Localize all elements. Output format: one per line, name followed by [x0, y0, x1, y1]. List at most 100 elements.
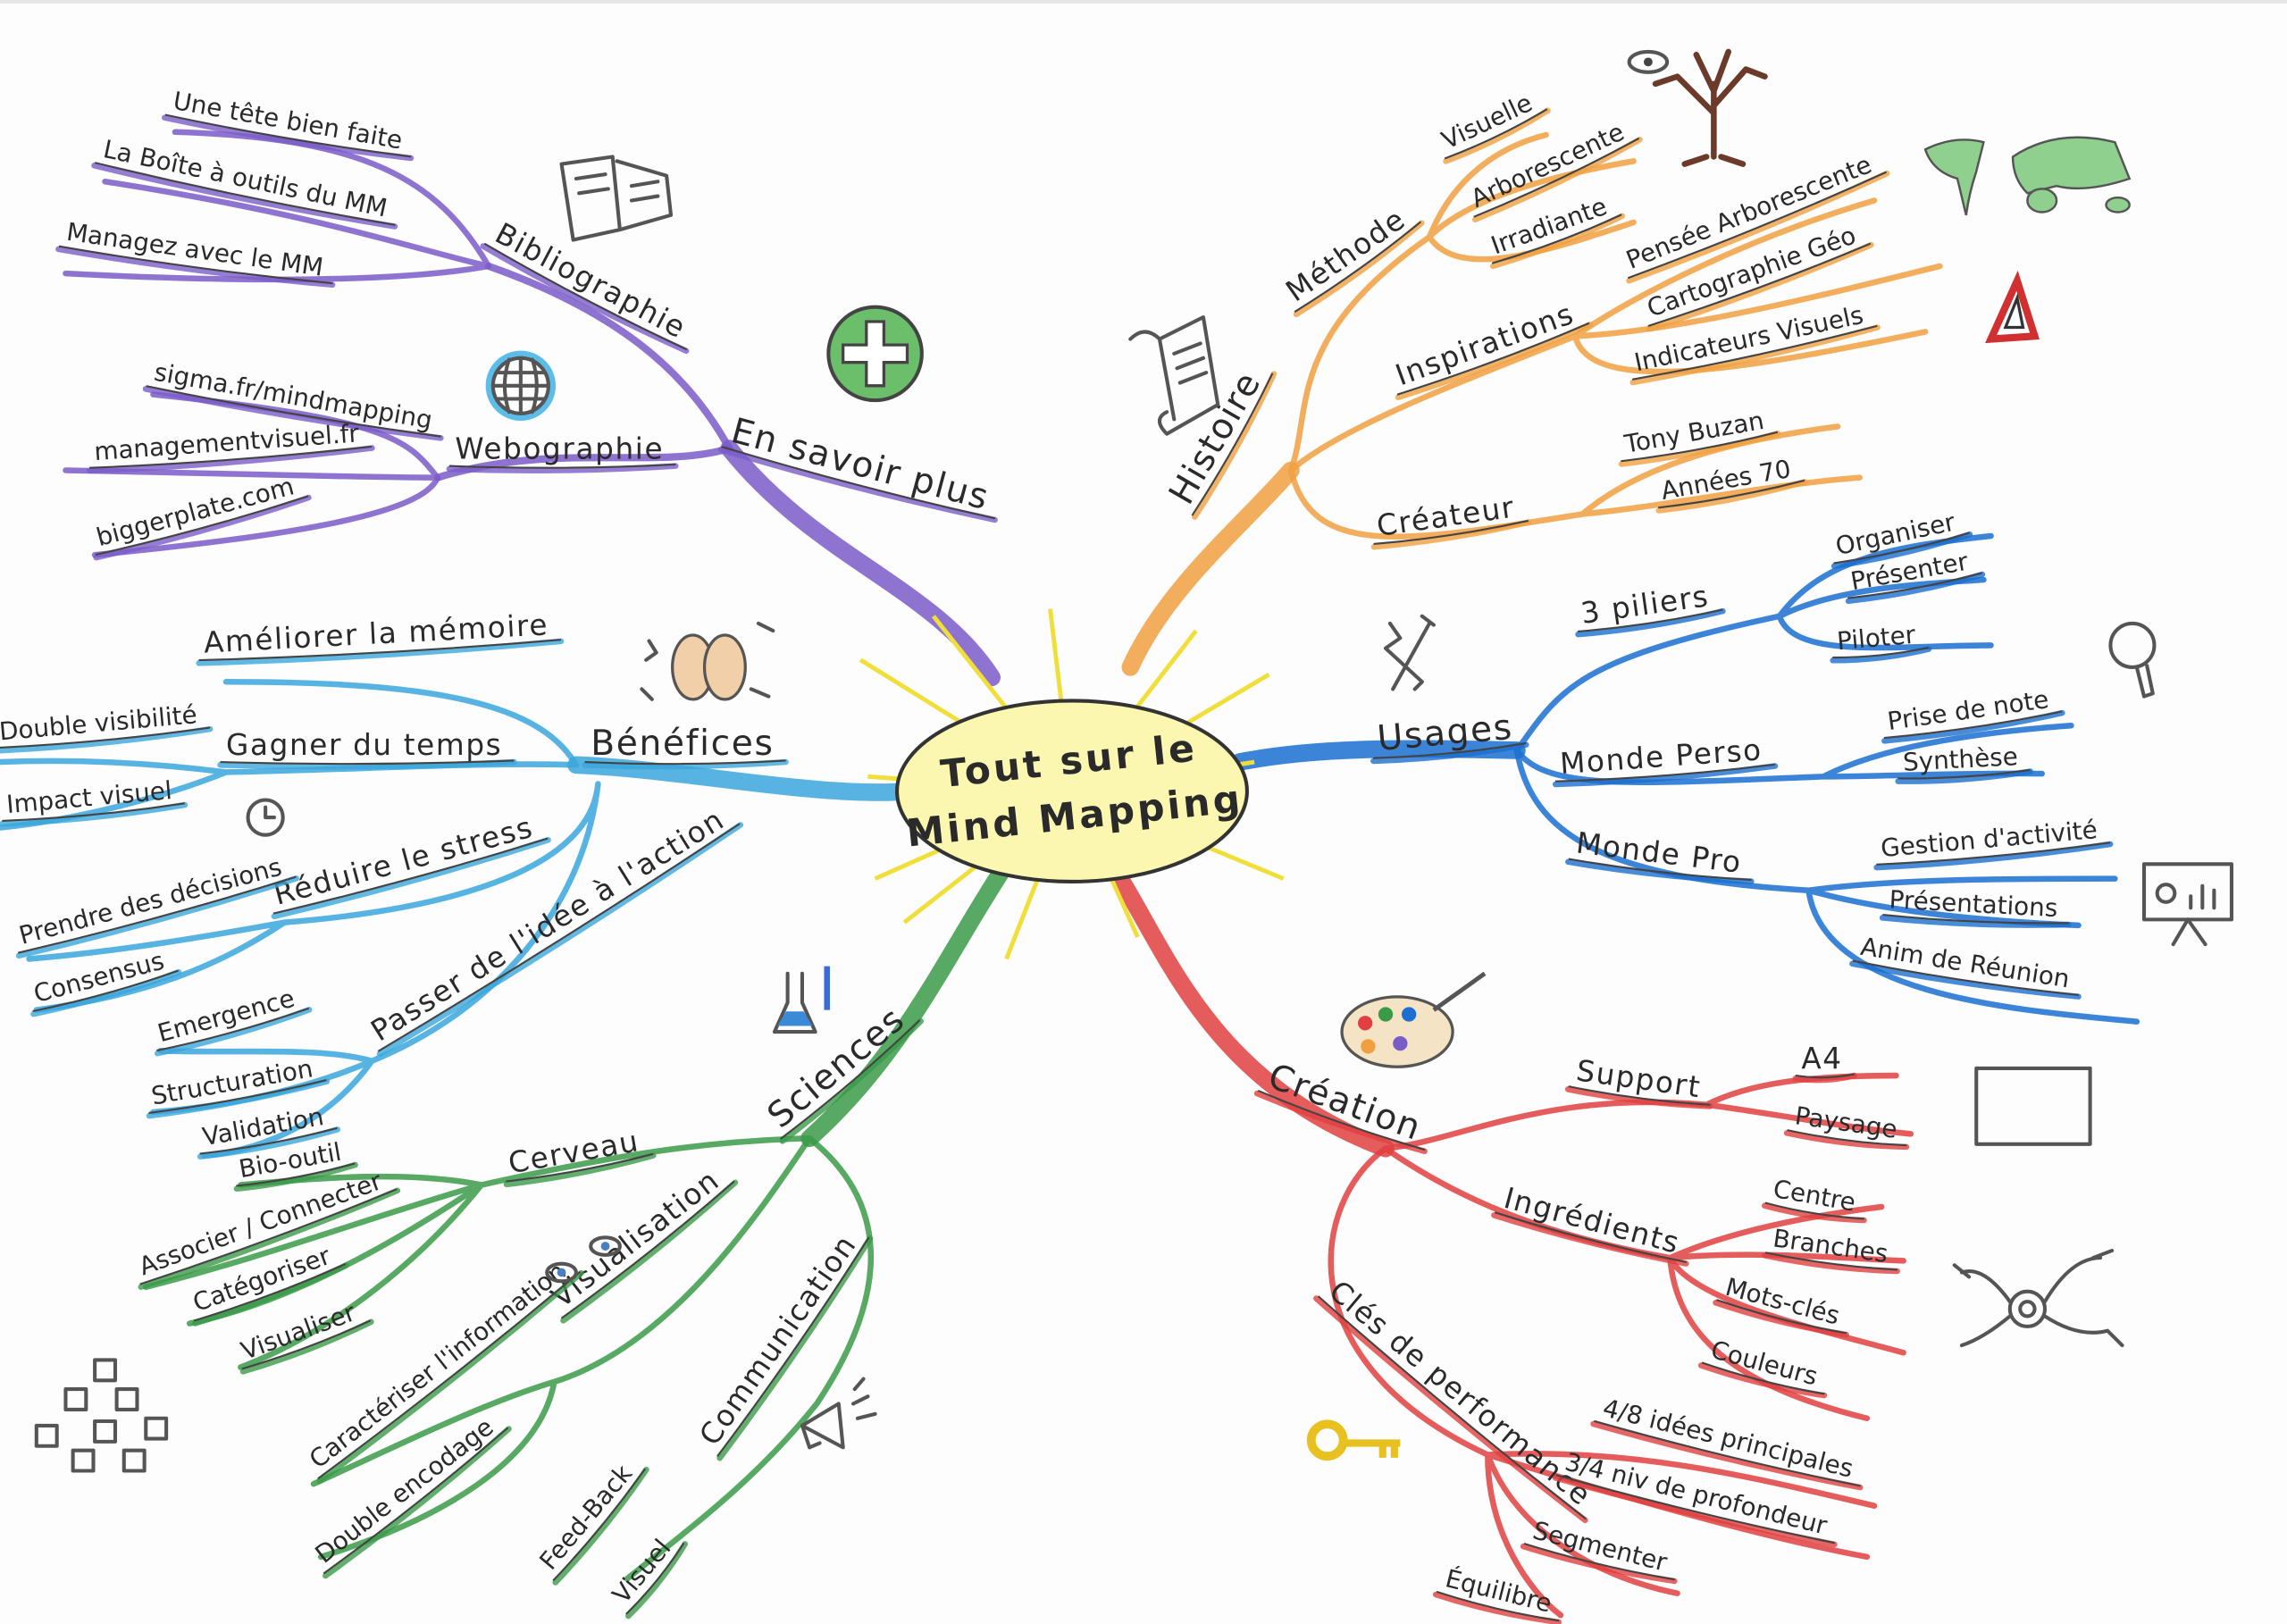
node-pencil-line [317, 1270, 582, 1480]
palette-icon [1340, 971, 1487, 1068]
plus-circle-icon [826, 305, 924, 403]
node-pencil-line [1373, 519, 1529, 546]
leaf[interactable]: Double visibilité [0, 699, 214, 754]
node-pencil-line [448, 463, 676, 469]
subtopic-visualisation[interactable]: Visualisation [540, 1156, 739, 1324]
node-pencil-line [1257, 1089, 1426, 1151]
node-pencil-line [1876, 841, 2111, 866]
node-pencil-line [1594, 1419, 1861, 1487]
node-underline [191, 1262, 349, 1327]
node-pencil-line [1852, 959, 2079, 997]
subtopic-reduire-stress[interactable]: Réduire le stress [264, 807, 551, 920]
node-pencil-line [1647, 242, 1872, 327]
node-underline [233, 1161, 358, 1193]
leaf-label: Piloter [1836, 620, 1917, 657]
topic-en-savoir-plus[interactable]: En savoir plus [717, 409, 1005, 524]
brain-icon [640, 621, 775, 701]
leaf-label: Une tête bien faite [171, 86, 405, 155]
node-pencil-line [1294, 221, 1422, 314]
leaf-label: Double visibilité [0, 699, 198, 746]
leaf[interactable]: Anim de Réunion [1849, 931, 2083, 1001]
subtopic-support[interactable]: Support [1564, 1052, 1715, 1110]
subtopic-3-piliers[interactable]: 3 piliers [1573, 577, 1726, 638]
node-underline [1881, 709, 2065, 744]
subtopic-cles-performance[interactable]: Clés de performance [1313, 1270, 1607, 1524]
leaf[interactable]: A4 [1792, 1042, 1858, 1084]
node-underline [316, 1269, 584, 1485]
leaf[interactable]: Visuelle [1432, 83, 1551, 164]
leaf[interactable]: Emergence [149, 980, 313, 1057]
node-pencil-line [1554, 763, 1775, 783]
tree-icon [1652, 48, 1768, 167]
leaf[interactable]: Impact visuel [0, 774, 188, 827]
node-pencil-line [1897, 768, 2031, 780]
node-pencil-line [483, 242, 688, 351]
megaphone-icon [800, 1377, 877, 1450]
node-underline [323, 1426, 512, 1579]
node-pencil-line [1847, 572, 1982, 599]
leaf[interactable]: Équilibre [1432, 1561, 1567, 1624]
central-topic: Tout sur le Mind Mapping [859, 608, 1285, 960]
node-pencil-line [1568, 1085, 1711, 1106]
topic-label: Bénéfices [591, 724, 774, 764]
presentation-board-icon [2141, 862, 2233, 947]
node-underline [1395, 322, 1593, 401]
node-pencil-line [164, 113, 412, 158]
node-underline [1629, 324, 1881, 386]
globe-icon [485, 350, 557, 422]
subtopic-label: Ingrédients [1501, 1181, 1684, 1260]
node-pencil-line [2, 802, 185, 822]
subtopic-communication[interactable]: Communication [690, 1218, 874, 1461]
node-underline [503, 1152, 657, 1188]
subtopic-cerveau[interactable]: Cerveau [500, 1122, 657, 1188]
node-underline [1491, 1212, 1689, 1267]
subtopic-ingredients[interactable]: Ingrédients [1491, 1179, 1695, 1268]
leaf[interactable]: Piloter [1830, 619, 1932, 664]
subtopic-label: Méthode [1280, 202, 1412, 308]
subtopic-webographie[interactable]: Webographie [446, 431, 679, 473]
leaf[interactable]: Branches [1762, 1222, 1901, 1276]
node-underline [1879, 915, 2072, 928]
node-pencil-line [721, 446, 996, 520]
subtopic-label: Webographie [455, 431, 664, 465]
node-underline [1253, 1090, 1428, 1155]
subtopic-label: Visualisation [545, 1163, 725, 1315]
subtopic-ameliorer-memoire[interactable]: Améliorer la mémoire [196, 607, 565, 666]
leaf[interactable]: La Boîte à outils du MM [91, 133, 401, 231]
node-underline [480, 243, 690, 355]
clock-icon [246, 798, 285, 837]
subtopic-gagner-temps[interactable]: Gagner du temps [217, 728, 517, 770]
leaf[interactable]: Centre [1761, 1173, 1869, 1225]
subtopic-createur[interactable]: Créateur [1369, 489, 1532, 550]
leaf[interactable]: Synthèse [1895, 741, 2033, 784]
subtopic-monde-pro[interactable]: Monde Pro [1565, 825, 1755, 886]
node-underline [197, 1126, 341, 1160]
paper-frame-icon [1974, 1066, 2092, 1146]
node-underline [1792, 1072, 1858, 1084]
node-pencil-line [1627, 171, 1887, 280]
leaf[interactable]: Présentations [1879, 884, 2072, 929]
node-pencil-line [1491, 213, 1622, 264]
node-underline [1432, 1591, 1562, 1624]
node-pencil-line [1764, 1201, 1864, 1220]
leaf[interactable]: managementvisuel.fr [87, 417, 375, 474]
topic-benefices[interactable]: Bénéfices [582, 724, 789, 770]
subtopic-label: Réduire le stress [270, 810, 536, 912]
leaf[interactable]: Paysage [1783, 1100, 1911, 1151]
node-underline [1830, 646, 1932, 664]
node-pencil-line [1494, 1211, 1688, 1264]
node-underline [716, 1235, 874, 1461]
node-underline [1761, 1202, 1867, 1224]
node-underline [271, 836, 551, 920]
leaf[interactable]: Couleurs [1697, 1333, 1832, 1400]
node-pencil-line [95, 495, 309, 557]
eyes-icon [545, 1235, 622, 1284]
node-pencil-line [1473, 137, 1640, 218]
subtopic-passer-action[interactable]: Passer de l'idée à l'action [360, 796, 744, 1057]
leaf[interactable]: Gestion d'activité [1873, 814, 2114, 871]
leaf[interactable]: Segmenter [1520, 1514, 1682, 1586]
subtopic-inspirations[interactable]: Inspirations [1386, 292, 1593, 401]
node-underline [15, 875, 299, 959]
leaf[interactable]: Une tête bien faite [161, 85, 416, 163]
node-underline [582, 758, 789, 770]
